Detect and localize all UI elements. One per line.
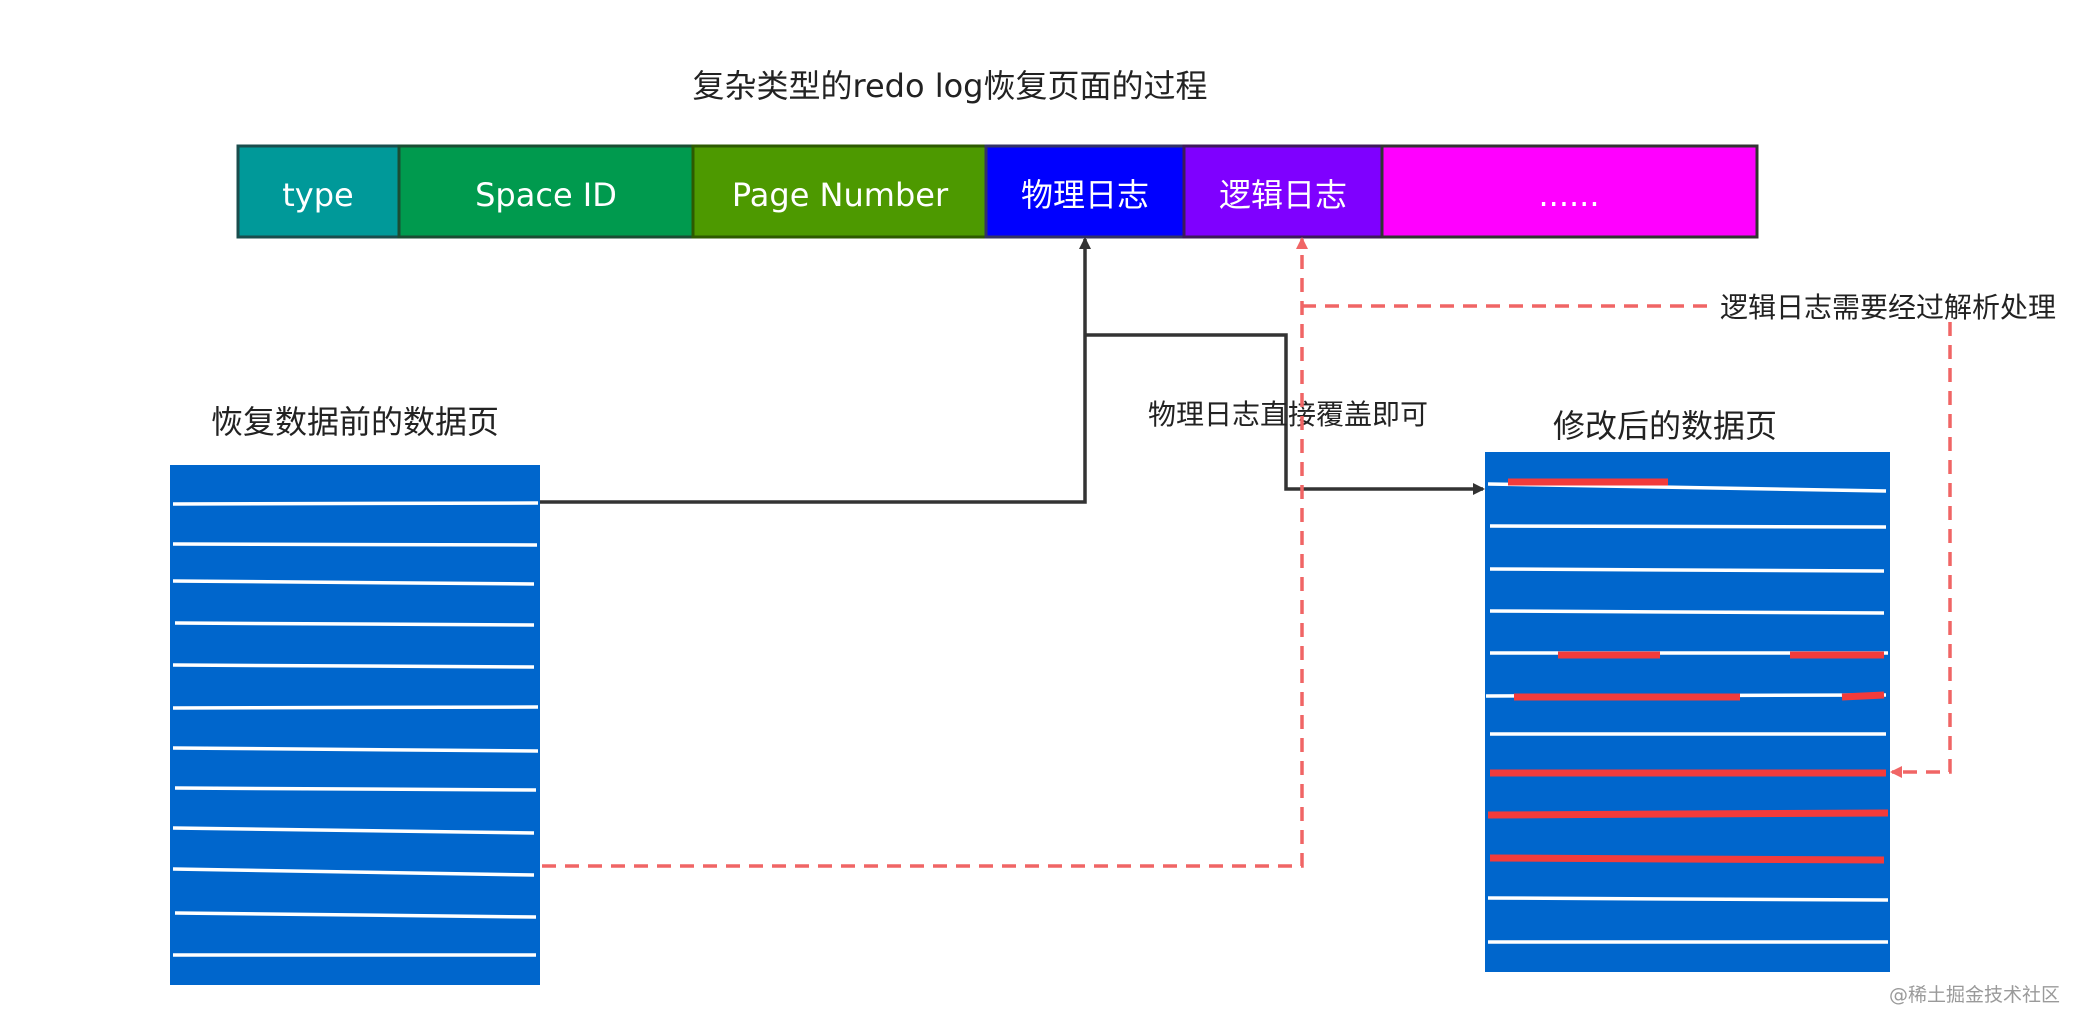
logical-annotation: 逻辑日志需要经过解析处理 [1720,291,2056,324]
page-line [174,621,535,627]
field-space-id-label: Space ID [475,176,617,214]
page-after [1485,452,1890,972]
field-physical-log-label: 物理日志 [1021,176,1149,214]
field-type-box [236,144,401,239]
field-type: type [236,144,401,239]
page-before-lines [172,501,539,957]
field-type-label: type [282,176,353,214]
page-line [174,911,537,919]
physical-arrow-to-page [1085,333,1485,495]
field-page-number: Page Number [691,144,988,239]
modified-segment [1489,854,1885,864]
logical-arrow-up [542,237,1308,868]
page-line [174,786,537,792]
field-more: ...... [1380,144,1759,239]
field-logical-log-label: 逻辑日志 [1219,176,1347,214]
page-line [1489,609,1885,615]
redo-log-record: type Space ID Page Number 物理日志 逻辑日志 ....… [236,144,1759,239]
page-line [172,826,535,835]
watermark: @稀土掘金技术社区 [1889,984,2060,1006]
modified-segment [1841,691,1885,701]
page-line [1489,567,1885,573]
page-line [172,705,539,710]
page-line [172,542,538,547]
field-space-id-box [397,144,695,239]
modified-segments [1487,478,1889,864]
field-space-id: Space ID [397,144,695,239]
field-more-box [1380,144,1759,239]
page-before [170,465,540,985]
page-line [172,579,535,586]
page-before-group: 恢复数据前的数据页 [170,403,540,985]
page-line [172,501,539,506]
physical-arrow-up [540,237,1091,504]
field-more-label: ...... [1538,176,1599,214]
logical-log-flow: 逻辑日志需要经过解析处理 [542,237,2056,868]
field-logical-log-box [1182,144,1384,239]
page-after-label: 修改后的数据页 [1553,407,1777,445]
page-after-group: 修改后的数据页 [1485,407,1890,972]
field-physical-log: 物理日志 [984,144,1186,239]
field-page-number-label: Page Number [732,176,949,214]
page-line [172,746,539,753]
page-before-label: 恢复数据前的数据页 [211,403,499,441]
page-line [172,663,535,669]
logical-arrow-down [1890,322,1952,778]
field-logical-log: 逻辑日志 [1182,144,1384,239]
field-page-number-box [691,144,988,239]
page-line [172,867,535,877]
page-line [1489,524,1887,529]
diagram-title: 复杂类型的redo log恢复页面的过程 [693,67,1208,105]
physical-log-flow: 物理日志直接覆盖即可 [540,237,1485,504]
physical-annotation: 物理日志直接覆盖即可 [1148,398,1428,431]
modified-segment [1487,809,1889,819]
page-line [1487,896,1889,902]
